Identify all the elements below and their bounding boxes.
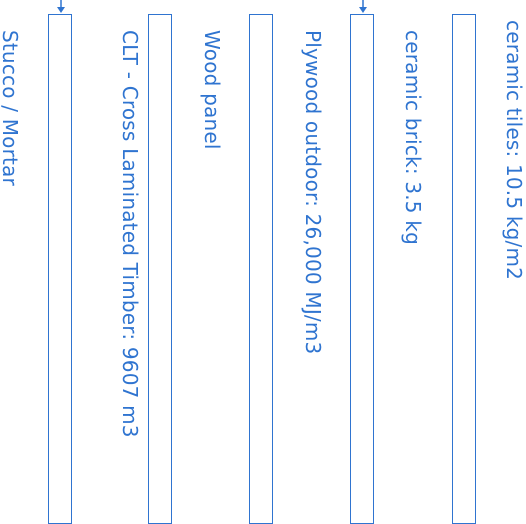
column-box[interactable] (452, 14, 476, 524)
label-ceramic-brick: ceramic brick: 3.5 kg (401, 30, 425, 245)
label-clt: CLT - Cross Laminated Timber: 9607 m3 (118, 30, 142, 438)
label-wood-panel: Wood panel (200, 30, 224, 150)
label-stucco-mortar: Stucco / Mortar (0, 30, 22, 186)
column-box[interactable] (148, 14, 172, 524)
label-plywood-outdoor: Plywood outdoor: 26,000 MJ/m3 (301, 30, 325, 355)
arrow-down-icon[interactable] (356, 0, 370, 14)
arrow-down-icon[interactable] (54, 0, 68, 14)
column-box[interactable] (249, 14, 273, 524)
column-box[interactable] (350, 14, 374, 524)
column-box[interactable] (48, 14, 72, 524)
label-ceramic-tiles: ceramic tiles: 10.5 kg/m2 (502, 20, 526, 281)
